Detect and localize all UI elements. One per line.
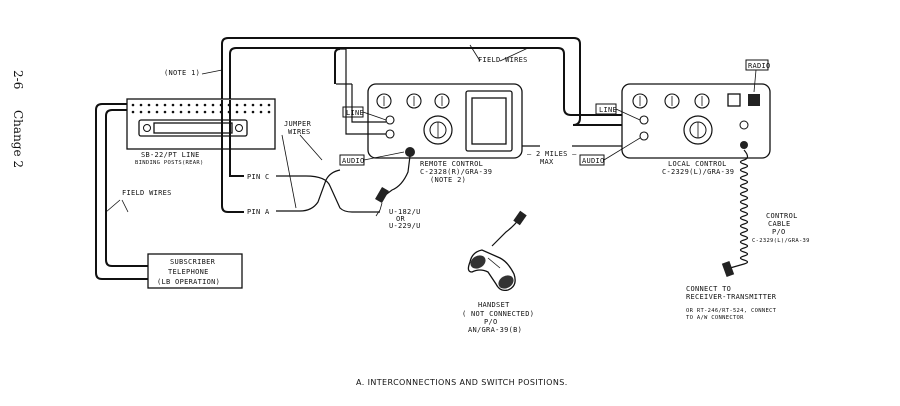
binding-post-dot [171, 103, 175, 107]
sb22-panel [126, 98, 276, 150]
note1-leader [201, 69, 223, 75]
coiled-control-cable [729, 149, 749, 269]
binding-post-dot [243, 103, 247, 107]
binding-post-dot [179, 110, 183, 114]
binding-post-dot [163, 103, 167, 107]
local-line-label: LINE [599, 106, 617, 114]
binding-post-dot [267, 110, 271, 114]
binding-post-dot [195, 110, 199, 114]
binding-post-dot [211, 110, 215, 114]
remote-control-unit [367, 83, 523, 159]
binding-post-dot [155, 103, 159, 107]
binding-post-dot [259, 103, 263, 107]
binding-post-dot [251, 103, 255, 107]
remote-line-leader [362, 111, 387, 121]
binding-post-dot [187, 103, 191, 107]
binding-post-dot [187, 110, 191, 114]
u182-connector [375, 186, 389, 217]
remote-audio-leader [363, 151, 405, 161]
binding-post-dot [171, 110, 175, 114]
field-wires-top-label: FIELD WIRES [478, 56, 528, 64]
connect-label-2: RECEIVER-TRANSMITTER [686, 293, 777, 301]
cable-end-connector [721, 261, 735, 277]
binding-post-dot [203, 110, 207, 114]
control-cable-label-2: CABLE [768, 220, 791, 228]
local-control-label-1: LOCAL CONTROL [668, 160, 727, 168]
connect-label-3: OR RT-246/RT-524, CONNECT [686, 308, 777, 314]
jumper-wires-label-2: WIRES [288, 128, 311, 136]
binding-post-dot [155, 110, 159, 114]
remote-line-label: LINE [346, 109, 364, 117]
radio-tag [745, 59, 769, 71]
jumper-wires [221, 100, 380, 213]
binding-post-dot [243, 110, 247, 114]
sb22-sub: BINDING POSTS(REAR) [135, 160, 204, 166]
handset-label-3: P/O [484, 318, 498, 326]
binding-post-dot [259, 110, 263, 114]
change-number: Change 2 [11, 110, 25, 168]
local-control-unit [621, 83, 771, 159]
u182-label-2: OR [396, 215, 406, 223]
audio-cord [383, 155, 411, 197]
distance-label-2: MAX [540, 158, 554, 166]
remote-control-label-2: C-2328(R)/GRA-39 [420, 168, 492, 176]
u182-label-3: U-229/U [389, 222, 421, 230]
local-control-label-2: C-2329(L)/GRA-39 [662, 168, 734, 176]
handset-label-2: ( NOT CONNECTED) [462, 310, 534, 318]
binding-post-dot [267, 103, 271, 107]
binding-posts [131, 103, 271, 114]
binding-post-dot [235, 110, 239, 114]
remote-audio-label: AUDIO [342, 157, 365, 165]
local-audio-leader [603, 137, 641, 161]
control-cable-label-4: C-2329(L)/GRA-39 [752, 238, 810, 244]
side-margin-label: 2-6 Change 2 [11, 70, 25, 168]
local-audio-label: AUDIO [582, 157, 605, 165]
binding-post-dot [195, 103, 199, 107]
binding-post-dot [139, 103, 143, 107]
binding-post-dot [131, 110, 135, 114]
jumper-wires-label-1: JUMPER [284, 120, 312, 128]
sb22-name: SB-22/PT LINE [141, 151, 200, 159]
radio-leader [753, 69, 757, 93]
handset [467, 210, 527, 292]
field-wires-left [95, 103, 148, 280]
binding-post-dot [251, 110, 255, 114]
binding-post-dot [203, 103, 207, 107]
figure-caption: A. INTERCONNECTIONS AND SWITCH POSITIONS… [356, 378, 568, 387]
binding-post-dot [147, 110, 151, 114]
note1-label: (NOTE 1) [164, 69, 200, 77]
remote-line-wire-1 [351, 84, 386, 123]
radio-label: RADIO [748, 62, 771, 70]
distance-label-1: — 2 MILES — [527, 150, 577, 158]
binding-post-dot [147, 103, 151, 107]
connect-label-1: CONNECT TO [686, 285, 731, 293]
field-wires-left-label: FIELD WIRES [122, 189, 172, 197]
subscriber-label-1: SUBSCRIBER [170, 258, 216, 266]
field-wires-top [221, 37, 622, 126]
remote-control-label-1: REMOTE CONTROL [420, 160, 483, 168]
binding-post-dot [179, 103, 183, 107]
control-cable-label-3: P/O [772, 228, 786, 236]
pin-c-label: PIN C [247, 173, 270, 181]
binding-post-dot [163, 110, 167, 114]
subscriber-label-3: (LB OPERATION) [157, 278, 220, 286]
binding-post-dot [131, 103, 135, 107]
connect-label-4: TO A/W CONNECTOR [686, 315, 744, 321]
handset-label-1: HANDSET [478, 301, 510, 309]
remote-control-label-3: (NOTE 2) [430, 176, 466, 184]
control-cable-label-1: CONTROL [766, 212, 798, 220]
binding-post-dot [235, 103, 239, 107]
remote-line-wire-2 [340, 48, 386, 135]
pin-a-label: PIN A [247, 208, 270, 216]
subscriber-telephone-box [147, 253, 243, 289]
subscriber-label-2: TELEPHONE [168, 268, 209, 276]
u182-label-1: U-182/U [389, 208, 421, 216]
binding-post-dot [211, 103, 215, 107]
page-number: 2-6 [11, 70, 25, 89]
binding-post-dot [139, 110, 143, 114]
local-line-leader [615, 108, 641, 121]
handset-label-4: AN/GRA-39(B) [468, 326, 522, 334]
